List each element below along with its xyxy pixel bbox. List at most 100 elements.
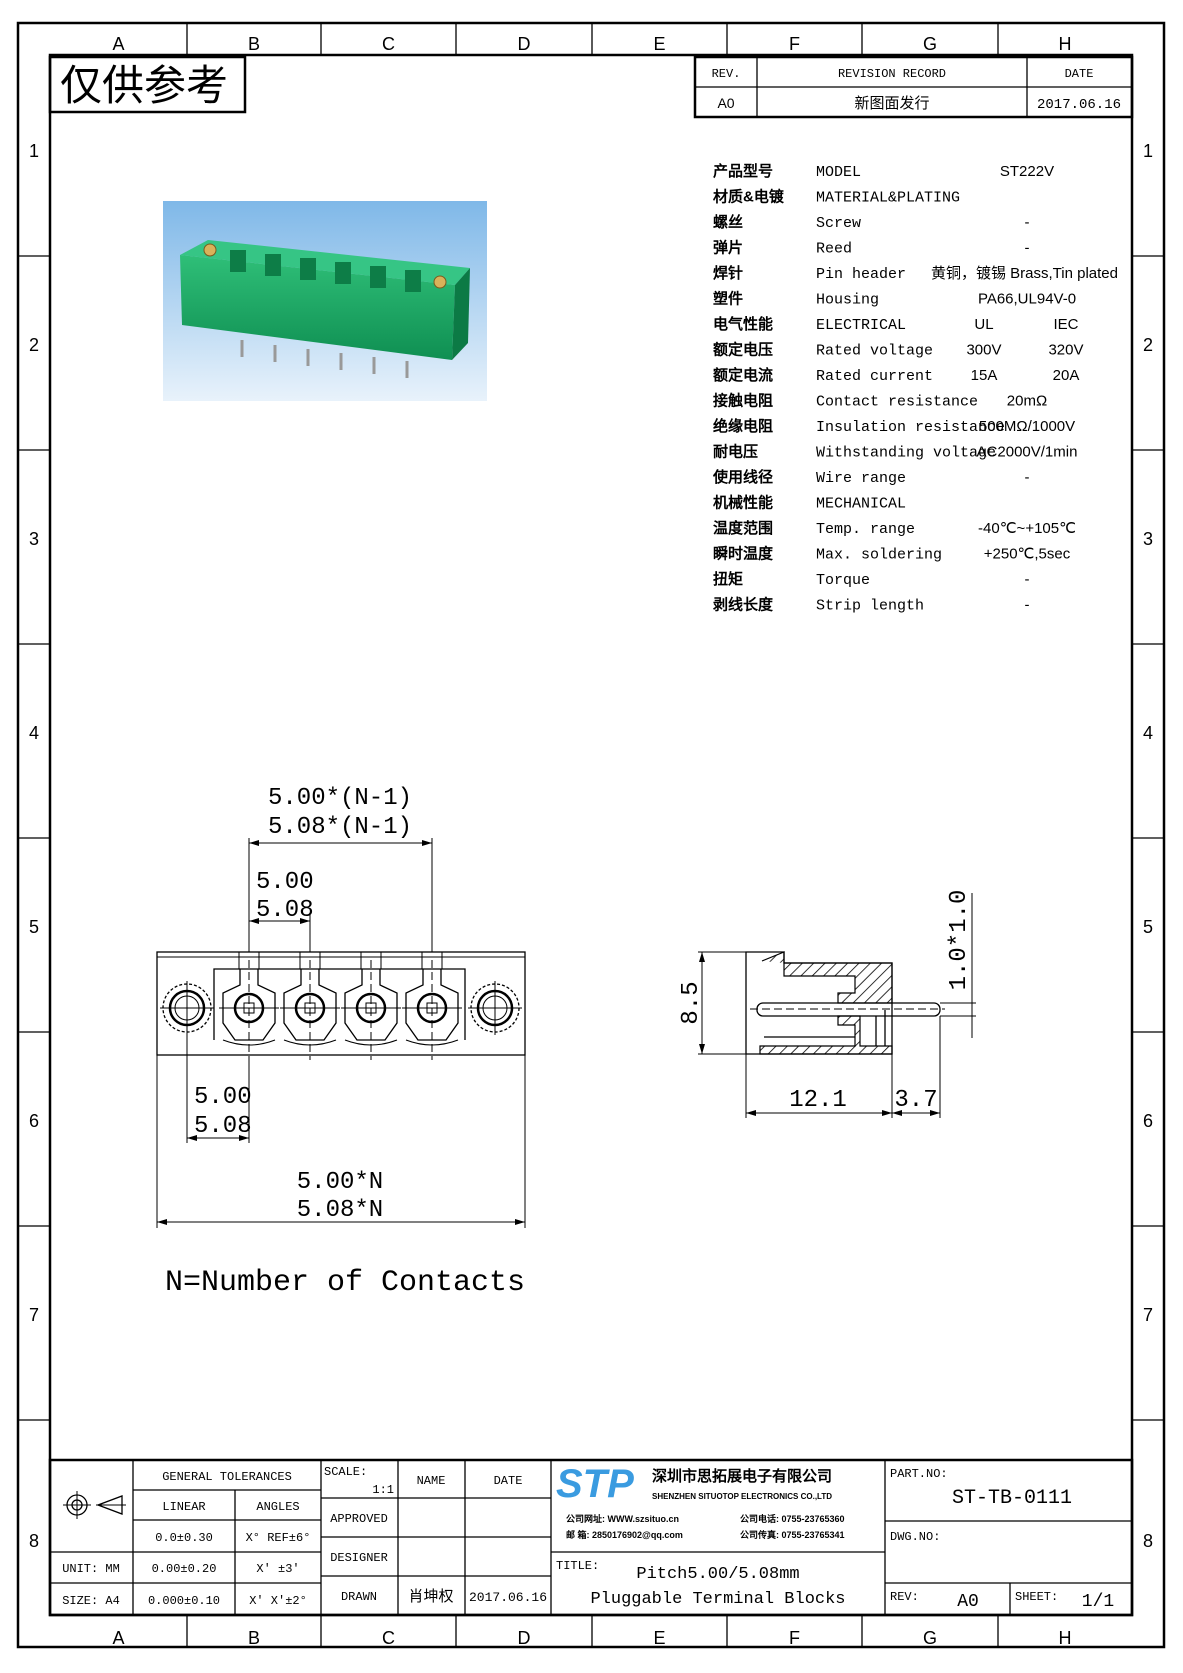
spec-iec: 320V — [1048, 342, 1083, 359]
column-label-bottom: A — [112, 1628, 124, 1648]
row-label-right: 1 — [1143, 141, 1153, 161]
dim-length: 12.1 — [789, 1087, 847, 1114]
tol-linear-1: 0.0±0.30 — [155, 1531, 213, 1545]
terminal-pin — [341, 951, 401, 1060]
part-no: ST-TB-0111 — [952, 1487, 1072, 1510]
spec-en: Torque — [816, 572, 870, 589]
spec-cn: 弹片 — [713, 239, 743, 257]
column-label-bottom: G — [923, 1628, 937, 1648]
sheet-value: 1/1 — [1082, 1592, 1114, 1612]
row-label-right: 8 — [1143, 1531, 1153, 1551]
company-name-cn: 深圳市思拓展电子有限公司 — [652, 1467, 832, 1485]
spec-value: ST222V — [1000, 163, 1054, 180]
spec-en: Rated voltage — [816, 343, 933, 360]
linear-label: LINEAR — [162, 1500, 205, 1514]
dim-total-500: 5.00*N — [297, 1169, 383, 1196]
spec-iec: 20A — [1053, 367, 1080, 384]
spec-en: Contact resistance — [816, 394, 978, 411]
company-info: STP 深圳市思拓展电子有限公司 SHENZHEN SITUOTOP ELECT… — [556, 1462, 845, 1540]
spec-value: - — [1025, 240, 1030, 257]
rev-label: REV: — [890, 1590, 919, 1604]
dim-edge-500: 5.00 — [194, 1084, 252, 1111]
row-label-left: 5 — [29, 917, 39, 937]
spec-ul: 300V — [966, 342, 1001, 359]
spec-cn: 材质&电镀 — [713, 188, 785, 206]
row-label-left: 6 — [29, 1111, 39, 1131]
spec-en: Screw — [816, 215, 861, 232]
revision-record-header: REVISION RECORD — [838, 67, 946, 81]
flange-screw-left — [160, 981, 214, 1035]
dim-edge-508: 5.08 — [194, 1113, 252, 1140]
column-label-top: H — [1059, 34, 1072, 54]
angles-label: ANGLES — [256, 1500, 299, 1514]
spec-value: 黄铜，镀锡 Brass,Tin plated — [931, 265, 1118, 282]
dim-total-508: 5.08*N — [297, 1197, 383, 1224]
column-label-bottom: C — [382, 1628, 395, 1648]
tol-angle-3: X' X'±2° — [249, 1594, 307, 1608]
spec-en: Insulation resistance — [816, 419, 1005, 436]
spec-en: Strip length — [816, 598, 924, 615]
spec-en: Rated current — [816, 368, 933, 385]
revision-record: 新图面发行 — [854, 95, 929, 112]
name-label: NAME — [417, 1474, 446, 1488]
spec-cn: 产品型号 — [713, 162, 773, 180]
row-label-left: 4 — [29, 723, 39, 743]
scale-value: 1:1 — [372, 1483, 394, 1497]
column-label-bottom: H — [1059, 1628, 1072, 1648]
spec-value: 500MΩ/1000V — [979, 418, 1075, 435]
tol-linear-2: 0.00±0.20 — [152, 1562, 217, 1576]
spec-cn: 塑件 — [713, 290, 743, 308]
company-logo: STP — [556, 1462, 634, 1506]
revision-date: 2017.06.16 — [1037, 97, 1121, 113]
spec-value: 20mΩ — [1007, 393, 1047, 410]
spec-cn: 电气性能 — [713, 315, 773, 333]
side-view-drawing: 8.5 12.1 3.7 1.0*1.0 — [678, 890, 976, 1118]
drawn-date: 2017.06.16 — [469, 1590, 547, 1605]
company-email: 邮 箱: 2850176902@qq.com — [566, 1529, 683, 1540]
drawn-name: 肖坤权 — [408, 1588, 453, 1605]
drawn-label: DRAWN — [341, 1590, 377, 1604]
column-label-bottom: D — [518, 1628, 531, 1648]
column-label-top: C — [382, 34, 395, 54]
reference-only-stamp: 仅供参考 — [48, 55, 247, 114]
dim-span-500: 5.00*(N-1) — [268, 785, 412, 812]
designer-label: DESIGNER — [330, 1551, 388, 1565]
title-line-1: Pitch5.00/5.08mm — [636, 1565, 799, 1584]
terminal-pin — [219, 951, 279, 1060]
spec-cn: 绝缘电阻 — [713, 417, 773, 435]
row-label-left: 3 — [29, 529, 39, 549]
row-label-right: 3 — [1143, 529, 1153, 549]
title-line-2: Pluggable Terminal Blocks — [590, 1590, 845, 1609]
spec-ul: UL — [974, 316, 993, 333]
date-label: DATE — [494, 1474, 523, 1488]
spec-en: Housing — [816, 292, 879, 309]
spec-en: MATERIAL&PLATING — [816, 190, 960, 207]
company-website: 公司网址: WWW.szsituo.cn — [566, 1513, 679, 1524]
dim-pitch-500: 5.00 — [256, 869, 314, 896]
tol-linear-3: 0.000±0.10 — [148, 1594, 220, 1608]
row-label-left: 7 — [29, 1305, 39, 1325]
column-label-top: E — [653, 34, 665, 54]
spec-en: Max. soldering — [816, 547, 942, 564]
dim-pin-length: 3.7 — [894, 1087, 937, 1114]
title-block: GENERAL TOLERANCES LINEAR ANGLES 0.0±0.3… — [48, 1458, 1134, 1617]
company-fax: 公司传真: 0755-23765341 — [740, 1529, 845, 1540]
column-label-bottom: F — [789, 1628, 800, 1648]
spec-cn: 耐电压 — [713, 443, 758, 461]
row-label-left: 8 — [29, 1531, 39, 1551]
column-label-bottom: B — [248, 1628, 260, 1648]
company-name-en: SHENZHEN SITUOTOP ELECTRONICS CO.,LTD — [652, 1492, 832, 1501]
row-label-right: 4 — [1143, 723, 1153, 743]
column-label-top: B — [248, 34, 260, 54]
